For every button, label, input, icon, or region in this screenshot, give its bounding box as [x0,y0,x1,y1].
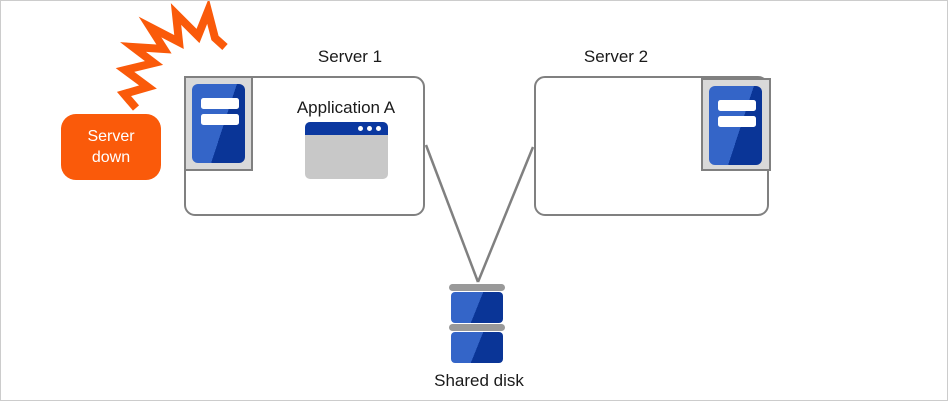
server-down-badge: Server down [61,114,161,180]
lightning-bolt-icon [115,1,228,111]
server-tower-icon [191,83,245,163]
server1-icon-frame [184,76,253,171]
app-window-titlebar [305,122,388,135]
disk-bar [449,324,505,331]
server1-label: Server 1 [317,47,383,66]
connector-server2-shared-disk [476,146,535,283]
shared-disk-label: Shared disk [434,371,524,390]
server-drive-slot [717,99,756,111]
server-drive-slot [717,115,756,127]
server-tower-icon [708,85,762,165]
connector-server1-shared-disk [424,144,480,283]
application-label: Application A [296,98,396,117]
server-drive-slot [200,97,239,109]
app-window-icon [305,122,388,179]
server-down-label-line1: Server [87,128,135,145]
server-drive-slot [200,113,239,125]
server-down-label-line2: down [91,149,131,166]
server2-label: Server 2 [583,47,649,66]
disk-stack-icon [449,284,505,363]
titlebar-dot [367,126,372,131]
disk-bar [449,284,505,291]
titlebar-dot [376,126,381,131]
server2-icon-frame [701,78,771,171]
disk-platter [451,292,503,323]
titlebar-dot [358,126,363,131]
disk-platter [451,332,503,363]
